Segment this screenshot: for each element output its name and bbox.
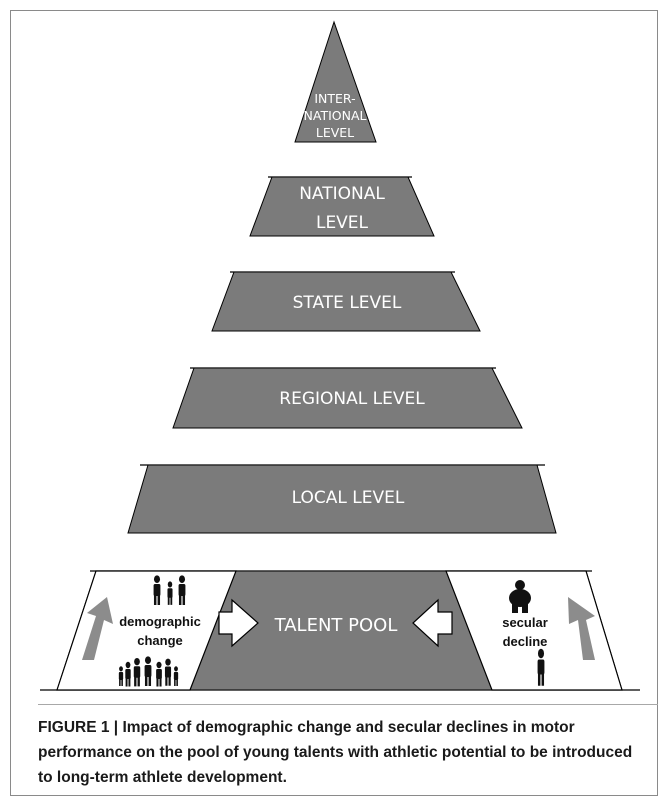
- secular-decline-line2: decline: [503, 634, 548, 649]
- demographic-change-panel: demographic change: [56, 570, 237, 691]
- national-level-label-line2: LEVEL: [316, 213, 369, 233]
- caption-label: FIGURE 1 |: [38, 719, 119, 736]
- regional-level: REGIONAL LEVEL: [172, 367, 523, 429]
- international-level: INTER- NATIONAL LEVEL: [294, 20, 377, 143]
- demographic-change-line1: demographic: [119, 614, 201, 629]
- regional-level-label: REGIONAL LEVEL: [279, 389, 425, 409]
- international-level-label-line1: INTER-: [314, 91, 355, 106]
- caption-divider: [38, 704, 658, 705]
- talent-pool-label: TALENT POOL: [274, 615, 398, 636]
- overweight-person-icon: [509, 580, 531, 613]
- national-level: NATIONAL LEVEL: [249, 176, 435, 237]
- figure-frame: [10, 10, 658, 796]
- state-level: STATE LEVEL: [211, 271, 481, 332]
- secular-decline-line1: secular: [502, 615, 548, 630]
- state-level-label: STATE LEVEL: [293, 293, 402, 313]
- international-level-label-line2: NATIONAL: [304, 108, 367, 123]
- up-arrow-icon: [82, 597, 113, 660]
- figure-caption: FIGURE 1 | Impact of demographic change …: [38, 715, 650, 790]
- right-arrow-icon: [218, 598, 259, 648]
- local-level-label: LOCAL LEVEL: [292, 488, 405, 508]
- demographic-change-line2: change: [137, 633, 183, 648]
- left-arrow-icon: [412, 598, 453, 648]
- caption-text: Impact of demographic change and secular…: [38, 719, 633, 786]
- local-level: LOCAL LEVEL: [127, 464, 557, 534]
- national-level-label-line1: NATIONAL: [299, 184, 385, 204]
- international-level-label-line3: LEVEL: [316, 125, 354, 140]
- secular-decline-panel: secular decline: [445, 570, 623, 691]
- up-arrow-icon: [568, 597, 595, 660]
- pyramid-diagram: INTER- NATIONAL LEVEL NATIONAL LEVEL STA…: [40, 20, 640, 691]
